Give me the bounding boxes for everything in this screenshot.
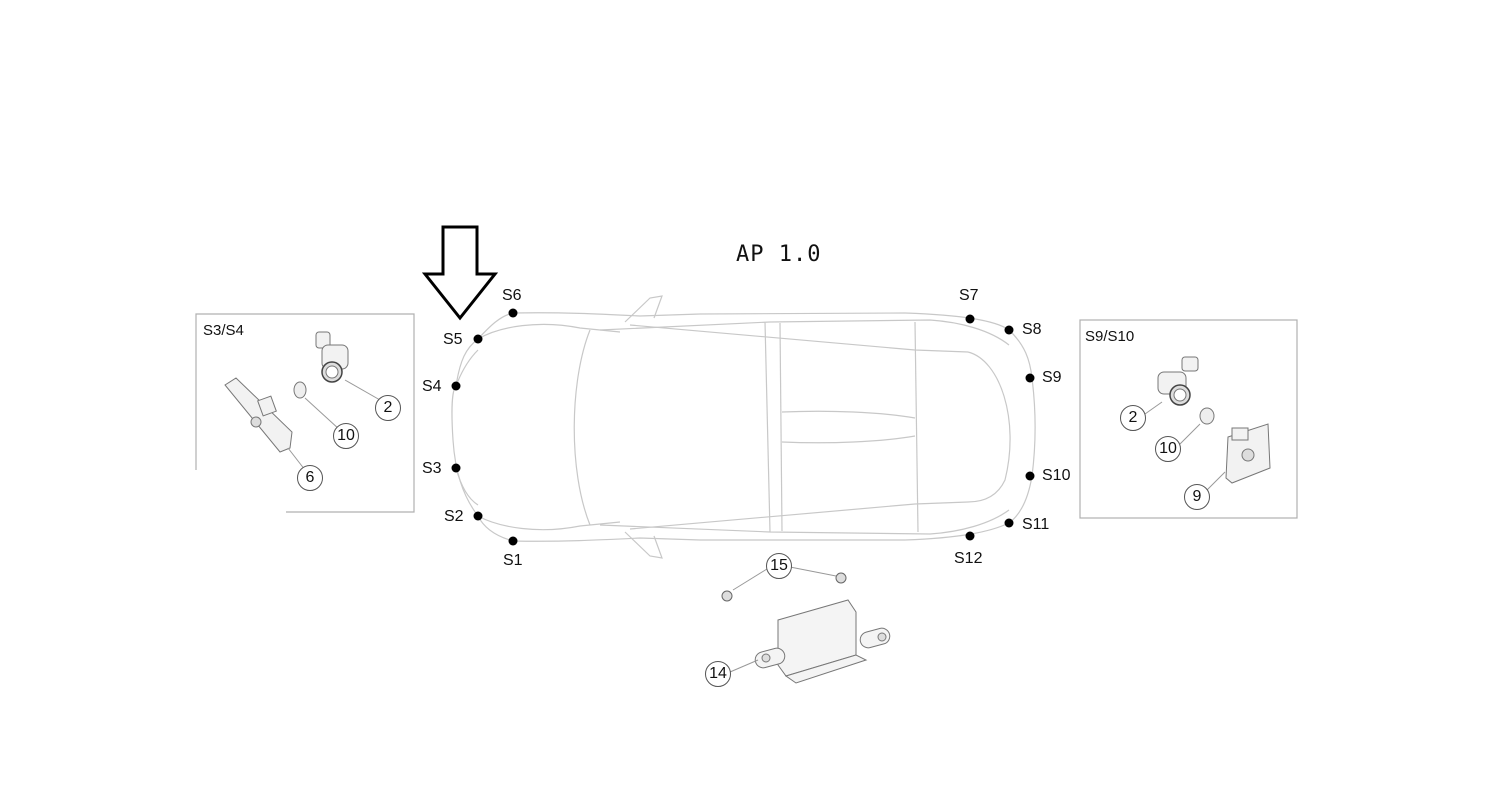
sensor-label-s12: S12	[954, 550, 983, 567]
callout-module-14: 14	[705, 661, 731, 687]
sensor-dot-s6[interactable]	[508, 308, 518, 318]
sensor-dot-s8[interactable]	[1004, 325, 1014, 335]
callout-rear-2: 2	[1120, 405, 1146, 431]
sensor-dot-s11[interactable]	[1004, 518, 1014, 528]
callout-nut-15: 15	[766, 553, 792, 579]
sensor-dot-s4[interactable]	[451, 381, 461, 391]
nut-parts	[721, 566, 847, 602]
sensor-label-s6: S6	[502, 287, 522, 304]
sensor-label-s3: S3	[422, 460, 442, 477]
bracket-front	[224, 377, 293, 453]
sensor-dot-s9[interactable]	[1025, 373, 1035, 383]
seal-ring-front	[293, 381, 307, 399]
sensor-label-s8: S8	[1022, 321, 1042, 338]
sensor-label-s5: S5	[443, 331, 463, 348]
sensor-label-s11: S11	[1022, 516, 1050, 533]
callout-rear-9: 9	[1184, 484, 1210, 510]
sensor-label-s1: S1	[503, 552, 523, 569]
sensor-dot-s1[interactable]	[508, 536, 518, 546]
sensor-dot-s5[interactable]	[473, 334, 483, 344]
control-module	[729, 599, 891, 684]
front-box-label: S3/S4	[203, 322, 244, 339]
sensor-label-s9: S9	[1042, 369, 1062, 386]
sensor-label-s4: S4	[422, 378, 442, 395]
sensor-body-front	[315, 331, 349, 383]
sensor-dot-s7[interactable]	[965, 314, 975, 324]
rear-sensor-detail-box	[1079, 319, 1298, 519]
callout-front-2: 2	[375, 395, 401, 421]
sensor-dot-s3[interactable]	[451, 463, 461, 473]
front-sensor-detail-box	[195, 313, 415, 513]
callout-front-6: 6	[297, 465, 323, 491]
down-arrow-icon	[421, 225, 499, 321]
diagram-title: AP 1.0	[736, 242, 822, 267]
seal-ring-rear	[1199, 407, 1215, 425]
callout-front-10: 10	[333, 423, 359, 449]
sensor-label-s2: S2	[444, 508, 464, 525]
sensor-body-rear	[1157, 356, 1199, 406]
rear-sensor-parts	[1144, 356, 1271, 491]
bracket-rear	[1225, 423, 1271, 484]
sensor-dot-s12[interactable]	[965, 531, 975, 541]
sensor-dot-s2[interactable]	[473, 511, 483, 521]
sensor-label-s10: S10	[1042, 467, 1071, 484]
sensor-label-s7: S7	[959, 287, 979, 304]
front-sensor-parts	[224, 331, 381, 471]
rear-box-label: S9/S10	[1085, 328, 1135, 345]
sensor-dot-s10[interactable]	[1025, 471, 1035, 481]
car-outline	[451, 295, 1036, 559]
callout-rear-10: 10	[1155, 436, 1181, 462]
